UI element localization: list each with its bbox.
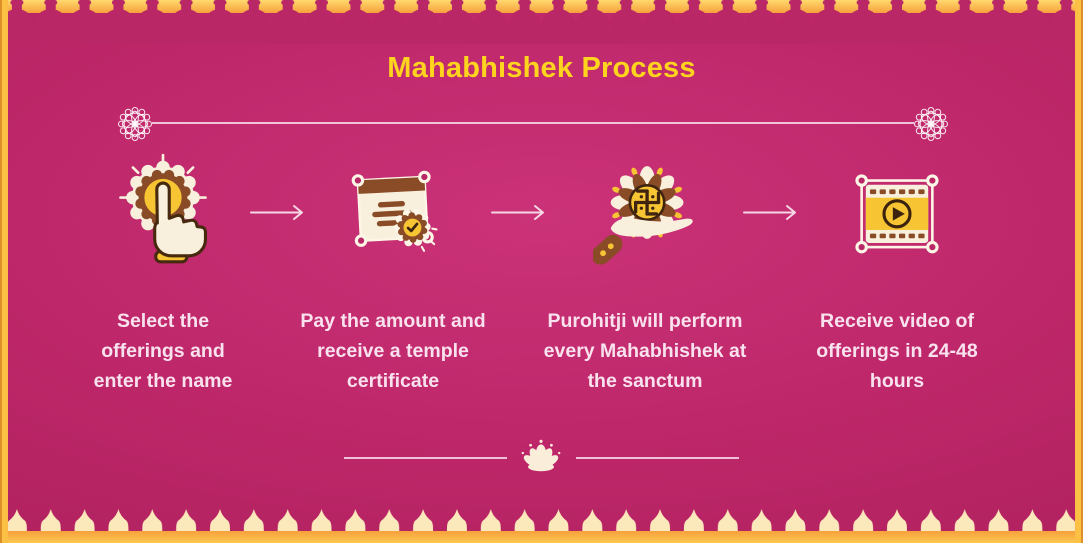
right-arrow-icon bbox=[491, 205, 544, 220]
tap-offering-icon bbox=[119, 153, 208, 264]
step-column-3: Purohitji will perform every Mahabhishek… bbox=[525, 0, 765, 543]
frame-right-edge bbox=[1075, 0, 1083, 543]
kalash-scallop-border bbox=[0, 0, 1083, 44]
swastika-symbol bbox=[633, 189, 661, 216]
page-title: Mahabhishek Process bbox=[387, 52, 696, 84]
mandala-icon bbox=[914, 107, 948, 141]
right-arrow-icon bbox=[250, 205, 303, 220]
play-icon bbox=[892, 207, 905, 221]
step-caption: Select the offerings and enter the name bbox=[93, 310, 233, 392]
step-column-1: Select the offerings and enter the name bbox=[43, 0, 283, 543]
step-column-4: Receive video of offerings in 24-48 hour… bbox=[777, 0, 1017, 543]
step-caption: Purohitji will perform every Mahabhishek… bbox=[543, 310, 747, 392]
step-column-2: Pay the amount and receive a temple cert… bbox=[273, 0, 513, 543]
step-caption: Pay the amount and receive a temple cert… bbox=[300, 310, 486, 392]
temple-spire-border bbox=[0, 501, 1083, 543]
frame-left-edge bbox=[0, 0, 8, 543]
mandala-icon bbox=[118, 107, 152, 141]
lotus-icon bbox=[521, 439, 561, 472]
right-arrow-icon bbox=[743, 205, 796, 220]
ornament-line-left bbox=[344, 457, 507, 459]
purohit-offering-hand-icon bbox=[593, 166, 693, 265]
ornament-line-right bbox=[576, 457, 739, 459]
step-caption: Receive video of offerings in 24-48 hour… bbox=[816, 310, 978, 392]
divider-line bbox=[152, 122, 914, 124]
video-reel-icon bbox=[855, 174, 939, 254]
certificate-icon bbox=[351, 170, 438, 252]
